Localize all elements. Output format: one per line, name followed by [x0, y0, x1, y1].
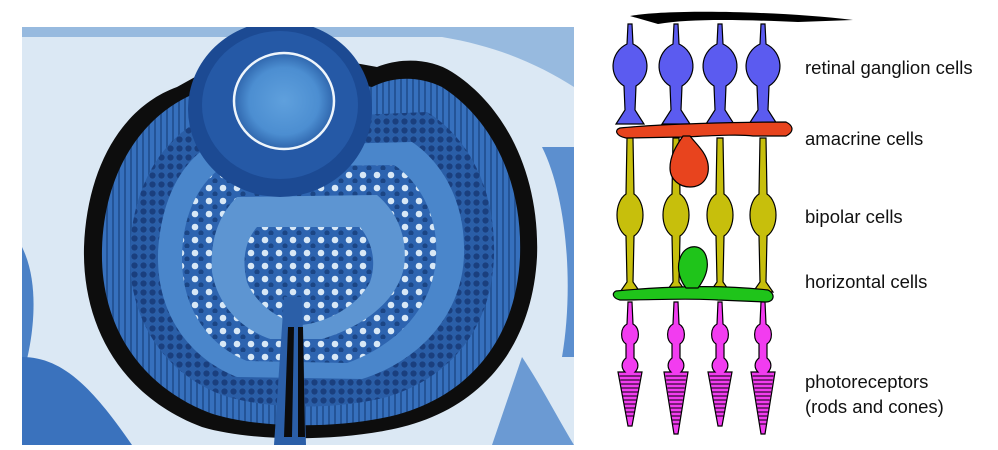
bipolar-cell	[617, 138, 643, 292]
label-photoreceptors: photoreceptors	[805, 371, 928, 393]
ganglion-cell	[613, 24, 647, 124]
ganglion-cell	[659, 24, 693, 124]
bipolar-cell	[750, 138, 776, 292]
horizontal-cell-body	[679, 247, 708, 288]
ganglion-cells	[613, 24, 780, 124]
label-rods-and-cones: (rods and cones)	[805, 396, 944, 418]
lens	[234, 53, 334, 149]
photoreceptor-cells	[618, 302, 775, 434]
photoreceptor-cell	[751, 302, 775, 434]
ganglion-cell	[746, 24, 780, 124]
bipolar-cell	[707, 138, 733, 292]
label-bipolar-cells: bipolar cells	[805, 206, 903, 228]
photoreceptor-cell	[618, 302, 642, 426]
ganglion-cell	[703, 24, 737, 124]
label-retinal-ganglion-cells: retinal ganglion cells	[805, 57, 973, 79]
photoreceptor-cell	[664, 302, 688, 434]
retina-micrograph	[22, 27, 574, 445]
horizontal-process	[613, 287, 773, 302]
eye-section-image	[22, 27, 574, 445]
label-amacrine-cells: amacrine cells	[805, 128, 923, 150]
label-horizontal-cells: horizontal cells	[805, 271, 927, 293]
photoreceptor-cell	[708, 302, 732, 426]
